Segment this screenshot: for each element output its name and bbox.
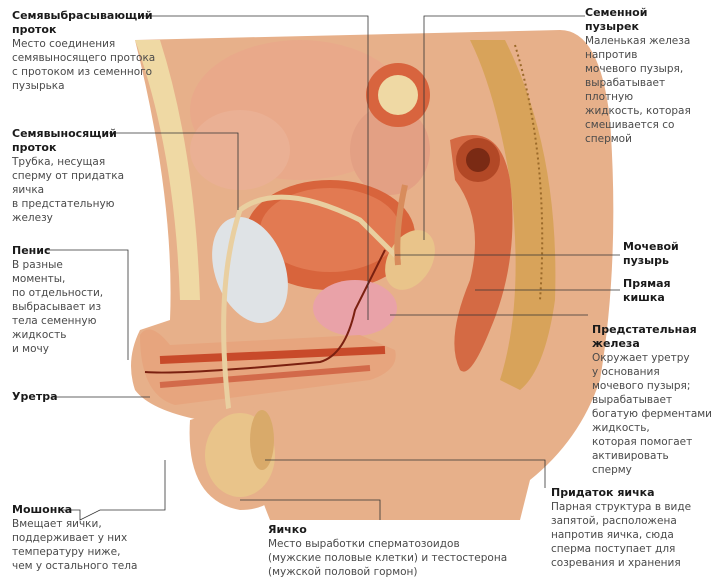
rectum-shape	[450, 135, 513, 372]
urethra-title: Уретра	[12, 390, 58, 403]
label-bladder: Мочевой пузырь	[623, 240, 679, 268]
label-vas-deferens: Семявыносящий проток Трубка, несущая спе…	[12, 127, 142, 225]
scrotum-desc: Вмещает яички, поддерживает у них темпер…	[12, 518, 138, 572]
epididymis-shape	[250, 410, 274, 470]
label-penis: Пенис В разные моменты, по отдельности, …	[12, 244, 122, 356]
ejaculatory-duct-desc: Место соединения семявыносящего протока …	[12, 38, 156, 92]
label-prostate: Предстательная железа Окружает уретру у …	[592, 323, 720, 477]
vas-deferens-title: Семявыносящий проток	[12, 127, 117, 154]
label-rectum: Прямая кишка	[623, 277, 671, 305]
vas-deferens-path	[221, 194, 402, 456]
label-scrotum: Мошонка Вмещает яички, поддерживает у ни…	[12, 503, 162, 573]
seminal-vesicle-desc: Маленькая железа напротив мочевого пузыр…	[585, 35, 691, 145]
abdominal-wall	[135, 40, 200, 300]
epididymis-desc: Парная структура в виде запятой, располо…	[551, 501, 692, 569]
label-testis: Яичко Место выработки сперматозоидов (му…	[268, 523, 518, 579]
testis-title: Яичко	[268, 523, 307, 536]
rectum-title: Прямая кишка	[623, 277, 671, 304]
bladder-title: Мочевой пузырь	[623, 240, 679, 267]
label-seminal-vesicle: Семенной пузырек Маленькая железа напрот…	[585, 6, 715, 146]
sacrum	[470, 40, 556, 390]
label-epididymis: Придаток яичка Парная структура в виде з…	[551, 486, 719, 570]
seminal-vesicle-title: Семенной пузырек	[585, 6, 648, 33]
testis-desc: Место выработки сперматозоидов (мужские …	[268, 538, 508, 578]
vas-deferens-desc: Трубка, несущая сперму от придатка яичка…	[12, 156, 125, 224]
penis-desc: В разные моменты, по отдельности, выбрас…	[12, 259, 104, 355]
penis-title: Пенис	[12, 244, 51, 257]
scrotum-title: Мошонка	[12, 503, 73, 516]
label-urethra: Уретра	[12, 390, 58, 404]
urethra-path	[144, 249, 386, 374]
label-ejaculatory-duct: Семявыбрасывающий проток Место соединени…	[12, 9, 162, 93]
leader-lines	[45, 15, 620, 521]
ejaculatory-duct-title: Семявыбрасывающий проток	[12, 9, 153, 36]
prostate-desc: Окружает уретру у основания мочевого пуз…	[592, 352, 713, 476]
epididymis-title: Придаток яичка	[551, 486, 655, 499]
prostate-title: Предстательная железа	[592, 323, 697, 350]
